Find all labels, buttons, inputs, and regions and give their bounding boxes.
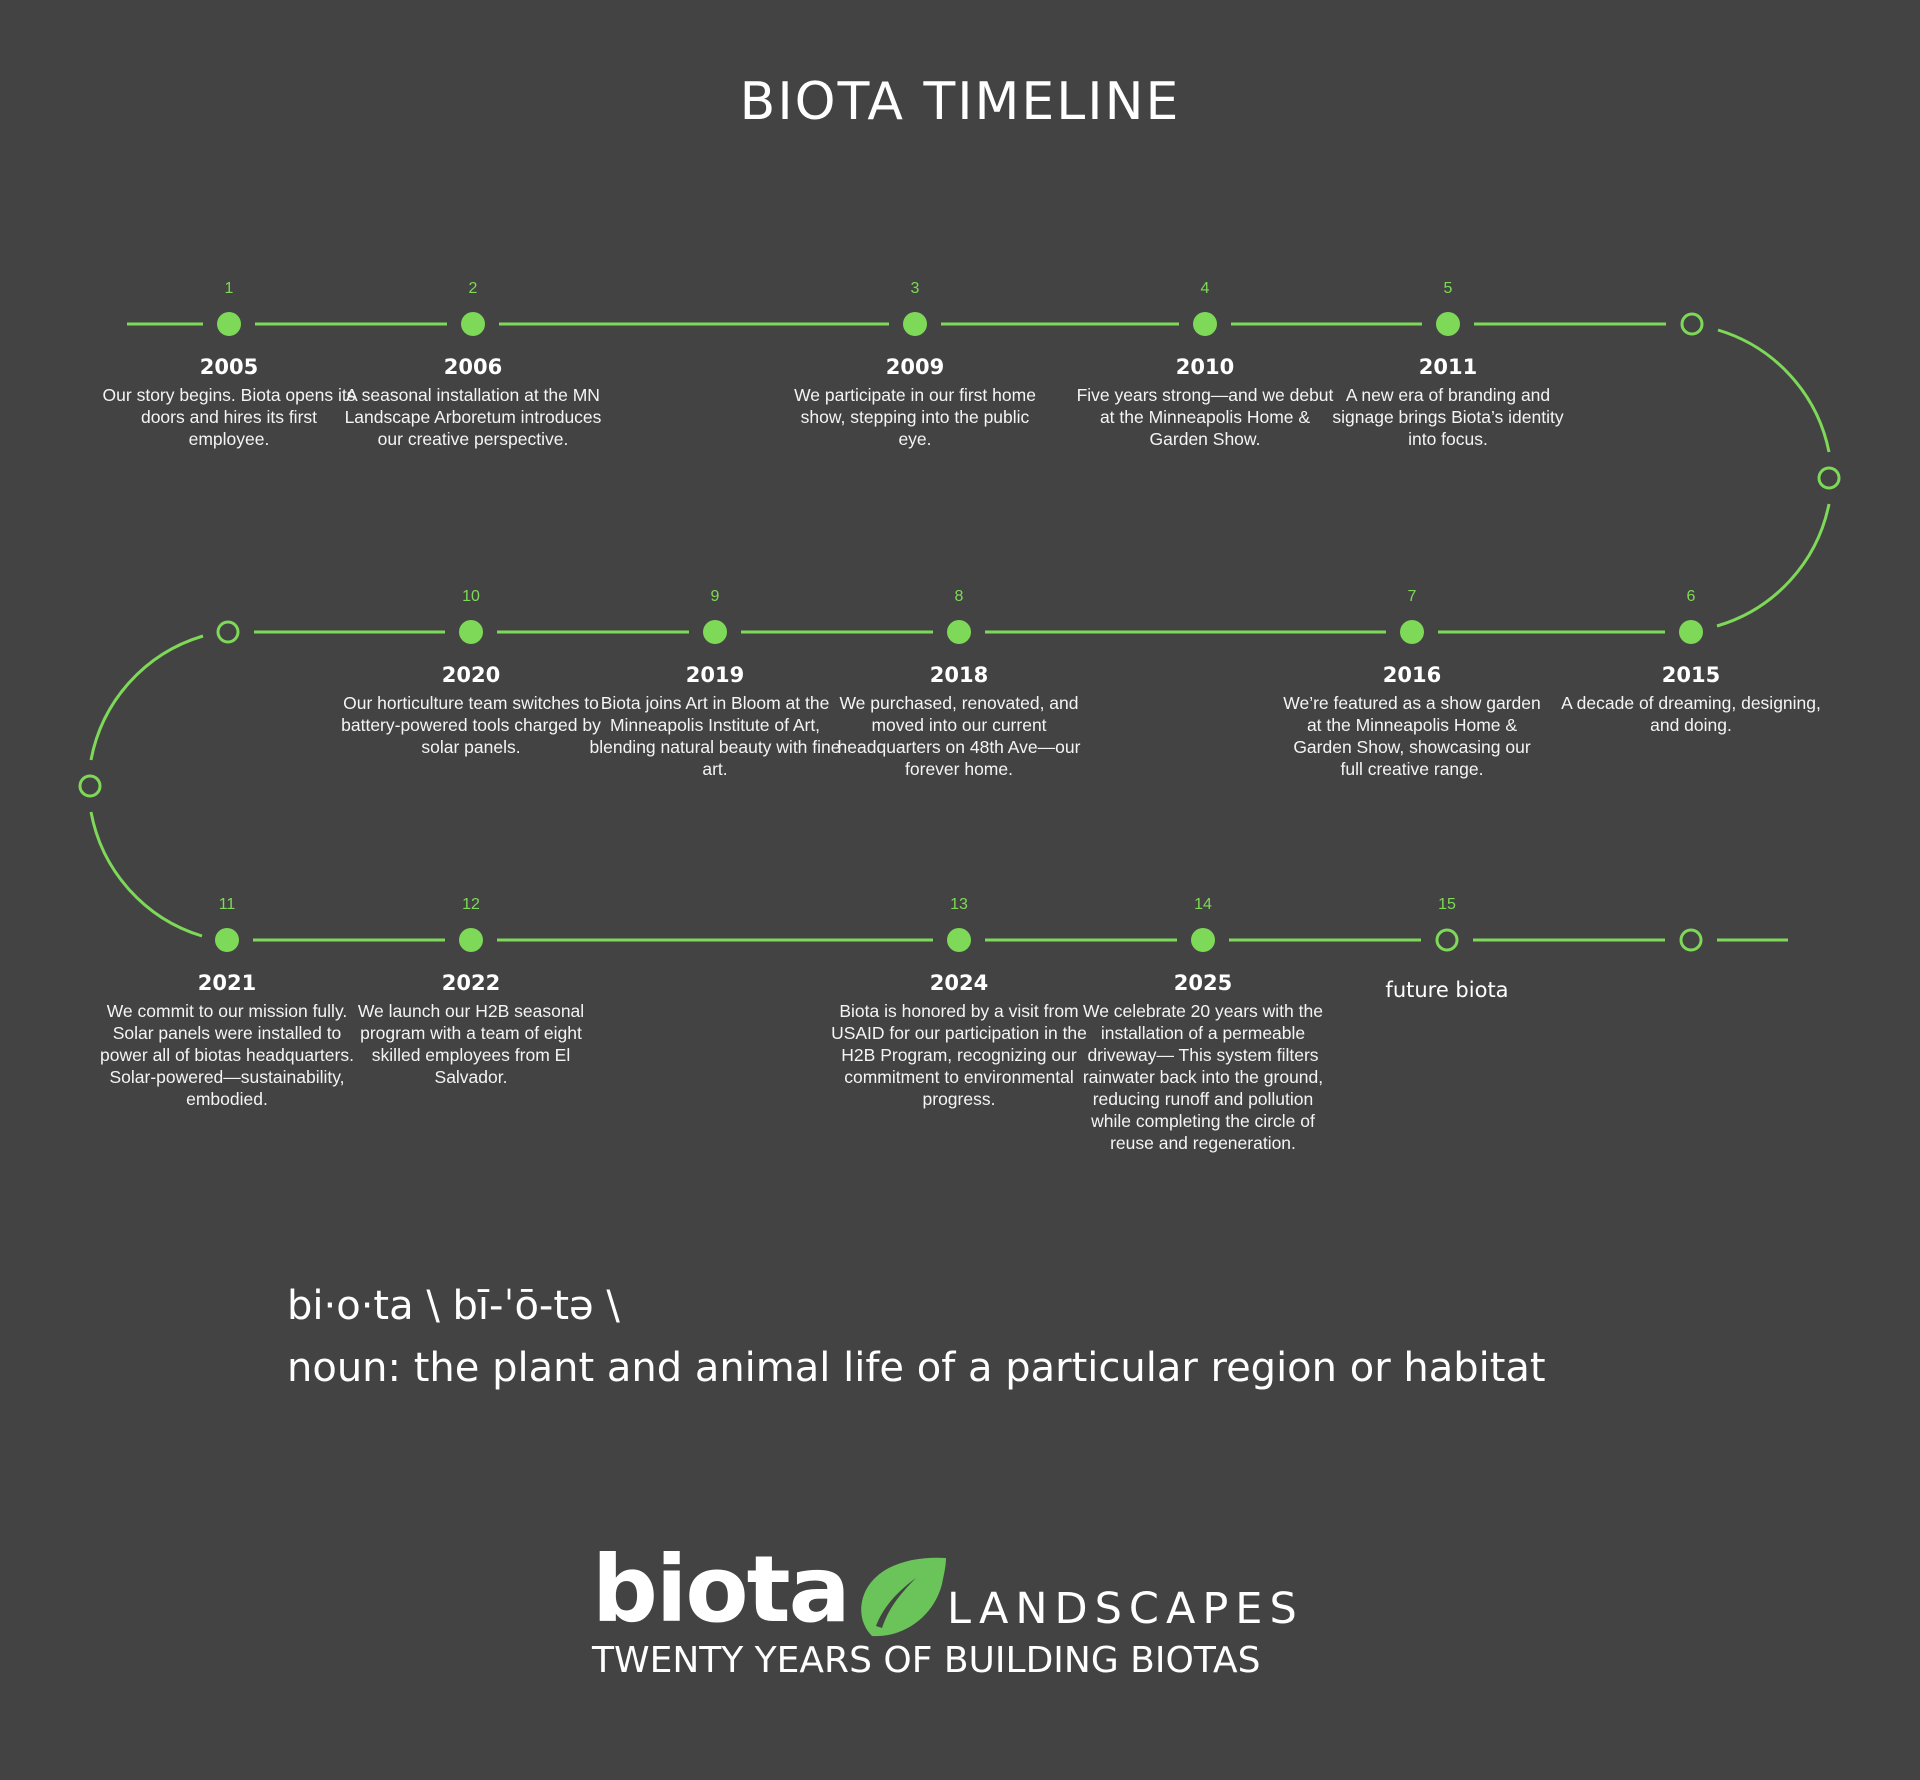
event-description: We purchased, renovated, and moved into … xyxy=(837,693,1081,779)
timeline-node-7 xyxy=(1400,620,1424,644)
event-description: Biota is honored by a visit from USAID f… xyxy=(831,1001,1087,1109)
connector-node-end xyxy=(1679,928,1703,952)
event-year: 2010 xyxy=(1175,355,1235,379)
event-description: Biota joins Art in Bloom at the Minneapo… xyxy=(589,693,841,779)
node-number: 9 xyxy=(710,588,720,605)
timeline-node-6 xyxy=(1679,620,1703,644)
event-description: Our story begins. Biota opens its doors … xyxy=(102,385,356,449)
event-year: 2018 xyxy=(929,663,989,687)
event-description: A new era of branding and signage brings… xyxy=(1332,385,1564,449)
timeline-curve-right xyxy=(1716,328,1831,628)
definition: bi·o·ta \ bī-ˈō-tə \ noun: the plant and… xyxy=(287,1275,1546,1399)
node-number: 1 xyxy=(224,280,234,297)
definition-meaning: noun: the plant and animal life of a par… xyxy=(287,1345,1546,1391)
node-number: 7 xyxy=(1407,588,1417,605)
node-number: 3 xyxy=(910,280,920,297)
event-year: 2005 xyxy=(199,355,259,379)
event-year: 2016 xyxy=(1382,663,1442,687)
event-year: 2025 xyxy=(1173,971,1233,995)
timeline-event-2009: 2009 We participate in our first home sho… xyxy=(785,353,1045,450)
leaf-icon xyxy=(861,1557,946,1637)
event-year: 2011 xyxy=(1418,355,1478,379)
connector-node-middle-left xyxy=(216,620,240,644)
connector-node-curve-left xyxy=(78,774,102,798)
node-number: 2 xyxy=(468,280,478,297)
node-number: 13 xyxy=(950,896,968,913)
timeline-node-9 xyxy=(703,620,727,644)
node-number: 5 xyxy=(1443,280,1453,297)
node-number: 15 xyxy=(1438,896,1456,913)
timeline-event-2025: 2025 We celebrate 20 years with the insta… xyxy=(1073,969,1333,1154)
timeline-node-2 xyxy=(461,312,485,336)
timeline-node-10 xyxy=(459,620,483,644)
event-year: 2022 xyxy=(441,971,501,995)
timeline-node-5 xyxy=(1436,312,1460,336)
event-year: 2009 xyxy=(885,355,945,379)
logo-word: biota xyxy=(592,1536,851,1643)
page-title: BIOTA TIMELINE xyxy=(739,72,1181,132)
event-year: 2006 xyxy=(443,355,503,379)
timeline-node-3 xyxy=(903,312,927,336)
timeline-event-2011: 2011 A new era of branding and signage br… xyxy=(1318,353,1578,450)
event-description: A decade of dreaming, designing, and doi… xyxy=(1561,693,1821,735)
timeline-node-14 xyxy=(1191,928,1215,952)
event-year: 2024 xyxy=(929,971,989,995)
timeline-event-2015: 2015 A decade of dreaming, designing, and… xyxy=(1561,661,1821,736)
event-description: We’re featured as a show garden at the M… xyxy=(1283,693,1541,779)
event-year: 2015 xyxy=(1661,663,1721,687)
event-year: 2019 xyxy=(685,663,745,687)
timeline-node-15 xyxy=(1435,928,1459,952)
event-description: A seasonal installation at the MN Landsc… xyxy=(344,385,602,449)
timeline-node-8 xyxy=(947,620,971,644)
timeline-event-2022: 2022 We launch our H2B seasonal program w… xyxy=(341,969,601,1088)
event-year: 2020 xyxy=(441,663,501,687)
event-description: We celebrate 20 years with the installat… xyxy=(1082,1001,1324,1153)
biota-logo: biota LANDSCAPES TWENTY YEARS OF BUILDIN… xyxy=(592,1536,1332,1688)
node-number: 14 xyxy=(1194,896,1212,913)
timeline-node-13 xyxy=(947,928,971,952)
event-description: We commit to our mission fully. Solar pa… xyxy=(100,1001,354,1109)
timeline-event-2021: 2021 We commit to our mission fully. Sola… xyxy=(97,969,357,1110)
timeline-node-4 xyxy=(1193,312,1217,336)
future-biota-label: future biota xyxy=(1385,978,1509,1002)
node-number: 4 xyxy=(1200,280,1210,297)
definition-word: bi·o·ta \ bī-ˈō-tə \ xyxy=(287,1283,620,1329)
node-number: 10 xyxy=(462,588,480,605)
node-number: 8 xyxy=(954,588,964,605)
connector-node-curve-right xyxy=(1817,466,1841,490)
timeline-event-2006: 2006 A seasonal installation at the MN La… xyxy=(343,353,603,450)
logo-tagline: TWENTY YEARS OF BUILDING BIOTAS xyxy=(592,1640,1261,1681)
timeline-node-12 xyxy=(459,928,483,952)
node-number: 6 xyxy=(1686,588,1696,605)
connector-node-top-right xyxy=(1680,312,1704,336)
timeline-node-1 xyxy=(217,312,241,336)
event-year: 2021 xyxy=(197,971,257,995)
node-number: 12 xyxy=(462,896,480,913)
timeline-node-11 xyxy=(215,928,239,952)
timeline-curve-left xyxy=(89,634,204,938)
timeline-event-2018: 2018 We purchased, renovated, and moved i… xyxy=(829,661,1089,780)
event-description: Five years strong—and we debut at the Mi… xyxy=(1076,385,1334,449)
event-description: Our horticulture team switches to batter… xyxy=(341,693,601,757)
logo-landscapes: LANDSCAPES xyxy=(947,1584,1304,1634)
event-description: We launch our H2B seasonal program with … xyxy=(357,1001,585,1087)
node-number: 11 xyxy=(218,896,236,913)
event-description: We participate in our first home show, s… xyxy=(794,385,1036,449)
